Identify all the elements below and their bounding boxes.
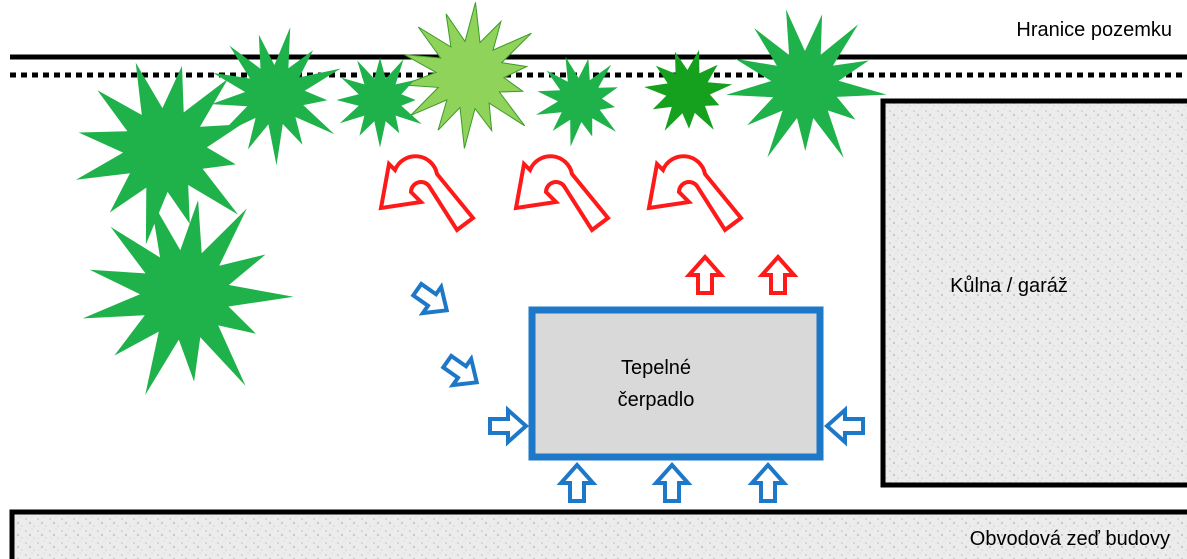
intake-arrow-right [823, 405, 865, 447]
intake-arrow-bottom-1 [556, 461, 598, 503]
intake-arrow-diagonal-2 [440, 353, 480, 388]
heat-pump-unit [528, 306, 824, 461]
bushes-group [76, 2, 887, 395]
shed-block [880, 98, 1187, 488]
recirculation-arrow-1 [378, 154, 476, 233]
bush-7-icon [536, 56, 618, 147]
heat-pump-label-line1: Tepelné [621, 357, 691, 379]
exhaust-arrow-2 [757, 253, 799, 295]
boundary-label: Hranice pozemku [1016, 19, 1172, 41]
exhaust-arrow-1 [684, 253, 726, 295]
bush-2-icon [82, 198, 294, 395]
intake-arrow-bottom-3 [747, 461, 789, 503]
bush-5-icon [336, 57, 422, 148]
intake-arrow-bottom-2 [651, 461, 693, 503]
bush-3-icon [211, 27, 341, 166]
intake-arrow-diagonal-1 [410, 281, 450, 316]
building-wall-block [9, 509, 1187, 559]
shed-label: Kůlna / garáž [950, 275, 1068, 297]
recirculation-arrow-2 [513, 154, 611, 233]
bush-6-icon [644, 50, 733, 131]
bush-4-icon [403, 2, 532, 149]
heat-pump-label-line2: čerpadlo [618, 389, 695, 411]
arrows-group [378, 154, 865, 503]
bush-1-icon [76, 62, 242, 245]
wall-label: Obvodová zeď budovy [970, 528, 1170, 550]
bush-8-icon [726, 9, 887, 159]
intake-arrow-left [488, 405, 530, 447]
recirculation-arrow-3 [646, 154, 744, 233]
